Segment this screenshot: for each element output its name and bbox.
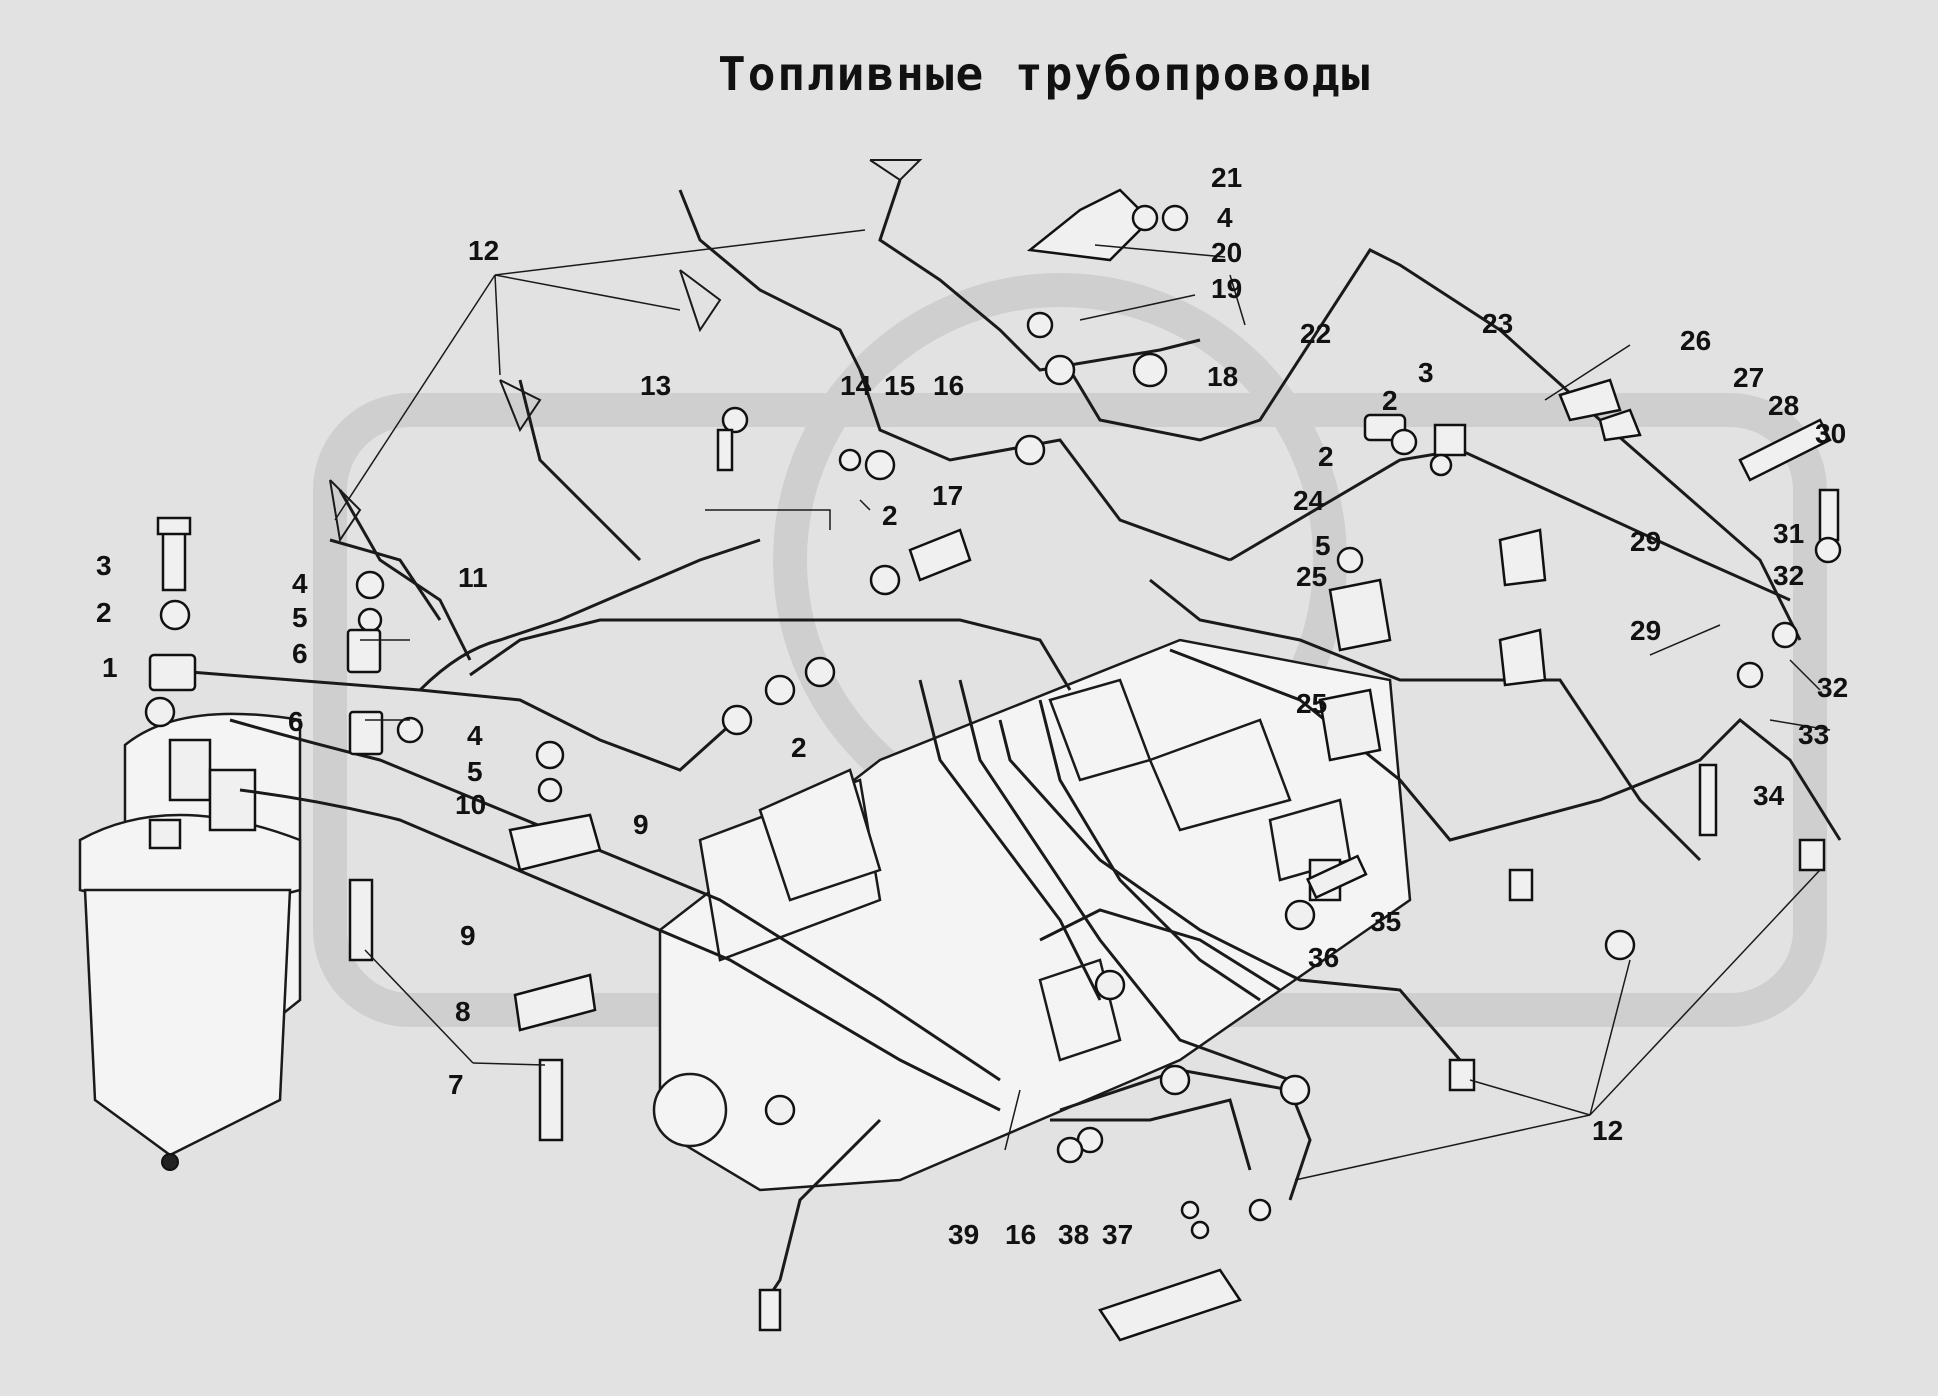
label-35: 35 [1370,906,1401,937]
label-14: 14 [840,370,872,401]
label-17: 17 [932,480,963,511]
label-8: 8 [455,996,471,1027]
label-6: 6 [288,706,304,737]
fuel-pipes [189,159,1842,1311]
label-16: 16 [1005,1219,1036,1250]
label-31: 31 [1773,518,1804,549]
label-2: 2 [1382,385,1398,416]
label-25: 25 [1296,561,1327,592]
diagram-title: Топливные трубопроводы [718,47,1371,101]
label-32: 32 [1817,672,1848,703]
label-13: 13 [640,370,671,401]
label-32: 32 [1773,560,1804,591]
label-9: 9 [460,920,476,951]
label-4: 4 [1217,202,1233,233]
label-33: 33 [1798,719,1829,750]
label-2: 2 [882,500,898,531]
label-5: 5 [467,756,483,787]
label-18: 18 [1207,361,1238,392]
label-11: 11 [458,562,488,593]
label-38: 38 [1058,1219,1089,1250]
label-39: 39 [948,1219,979,1250]
label-29: 29 [1630,526,1661,557]
label-5: 5 [1315,530,1331,561]
label-27: 27 [1733,362,1764,393]
label-2: 2 [96,597,112,628]
label-7: 7 [448,1069,464,1100]
label-3: 3 [96,550,112,581]
label-29: 29 [1630,615,1661,646]
label-37: 37 [1102,1219,1133,1250]
label-23: 23 [1482,308,1513,339]
label-30: 30 [1815,418,1846,449]
label-4: 4 [292,568,308,599]
label-21: 21 [1211,162,1242,193]
label-28: 28 [1768,390,1799,421]
small-parts [148,188,1842,1342]
label-2: 2 [791,732,807,763]
label-2: 2 [1318,441,1334,472]
label-34: 34 [1753,780,1785,811]
label-22: 22 [1300,318,1331,349]
label-20: 20 [1211,237,1242,268]
label-25: 25 [1296,688,1327,719]
label-26: 26 [1680,325,1711,356]
label-12: 12 [468,235,499,266]
label-6: 6 [292,638,308,669]
label-16: 16 [933,370,964,401]
engine-block [652,638,1412,1192]
callout-labels: 1 2 3 4 5 6 6 4 5 7 8 9 9 10 11 12 12 13… [96,162,1848,1250]
label-24: 24 [1293,485,1325,516]
label-10: 10 [455,789,486,820]
label-9: 9 [633,809,649,840]
label-1: 1 [102,652,118,683]
leader-lines [334,229,1831,1181]
label-12: 12 [1592,1115,1623,1146]
label-19: 19 [1211,273,1242,304]
label-3: 3 [1418,357,1434,388]
label-36: 36 [1308,942,1339,973]
label-5: 5 [292,602,308,633]
fuel-filter [78,696,302,1171]
label-4: 4 [467,720,483,751]
label-15: 15 [884,370,915,401]
